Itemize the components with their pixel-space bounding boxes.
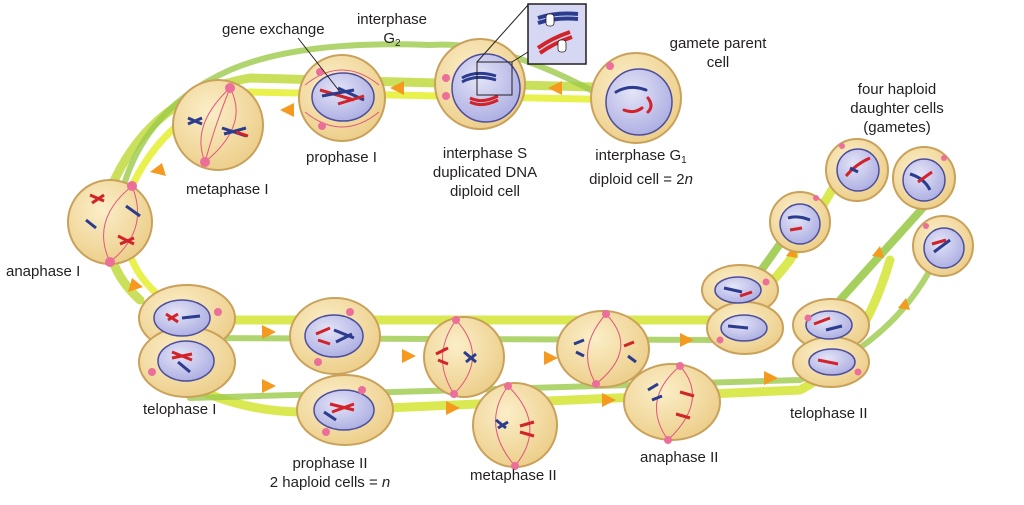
cell-prophase-1 (298, 54, 386, 142)
cell-anaphase-2-bottom (623, 362, 721, 444)
label-interphase-s: interphase S duplicated DNA diploid cell (432, 145, 538, 200)
cell-metaphase-2-top (423, 316, 505, 398)
cell-metaphase-1 (172, 79, 264, 171)
label-metaphase-2: metaphase II (470, 467, 557, 484)
arrow-ana2-to-telo2-bottom (764, 371, 778, 385)
label-metaphase-1: metaphase I (186, 181, 269, 198)
gamete-cell-2 (825, 138, 889, 202)
arrow-ana2-to-telo2-top (680, 333, 694, 347)
cell-anaphase-2-top (556, 310, 650, 388)
arrow-s-to-g2 (390, 81, 404, 95)
zoom-inset (476, 3, 587, 65)
arrow-meta2-to-ana2-bottom (602, 393, 616, 407)
label-anaphase-2: anaphase II (640, 449, 719, 466)
cell-prophase-2-top (289, 297, 381, 375)
label-four-haploid: four haploid daughter cells (gametes) (850, 81, 944, 136)
arrow-g1-to-s (548, 81, 562, 95)
cell-prophase-2-bottom (296, 374, 394, 446)
label-interphase-g1: interphase G1 diploid cell = 2n (589, 147, 693, 188)
arrow-telo1-to-pro2-bottom (262, 379, 276, 393)
arrow-pro2-to-meta2-bottom (446, 401, 460, 415)
arrow-pro2-to-meta2-top (402, 349, 416, 363)
arrow-meta2-to-ana2-top (544, 351, 558, 365)
label-gamete-parent: gamete parent cell (669, 35, 767, 71)
gamete-cell-1 (769, 191, 831, 253)
gamete-cell-3 (892, 146, 956, 210)
cell-telophase-1 (138, 284, 236, 398)
label-interphase-g2: interphase G2 (356, 11, 428, 49)
arrow-meta1-to-ana1 (150, 163, 166, 176)
arrow-telo2-up-2 (872, 246, 884, 258)
cell-metaphase-2-bottom (472, 382, 558, 470)
gene-exchange-pointer (297, 37, 341, 93)
arrow-telo1-to-pro2-top (262, 325, 276, 339)
gamete-cell-4 (912, 215, 974, 277)
arrow-telo2-up-3 (898, 298, 910, 310)
label-prophase-1: prophase I (306, 149, 377, 166)
label-anaphase-1: anaphase I (6, 263, 81, 280)
label-prophase-2: prophase II 2 haploid cells = n (269, 455, 391, 491)
cell-interphase-s (434, 38, 526, 130)
arrow-pro1-to-meta1 (280, 103, 294, 117)
label-gene-exchange: gene exchange (222, 21, 325, 38)
cell-anaphase-1 (67, 179, 153, 267)
label-telophase-1: telophase I (143, 401, 217, 418)
cell-interphase-g1 (590, 52, 682, 144)
cell-telophase-2-right (792, 298, 870, 388)
cell-telophase-2-left (701, 264, 784, 355)
label-telophase-2: telophase II (790, 405, 868, 422)
arrow-ana1-to-telo1 (128, 278, 143, 292)
